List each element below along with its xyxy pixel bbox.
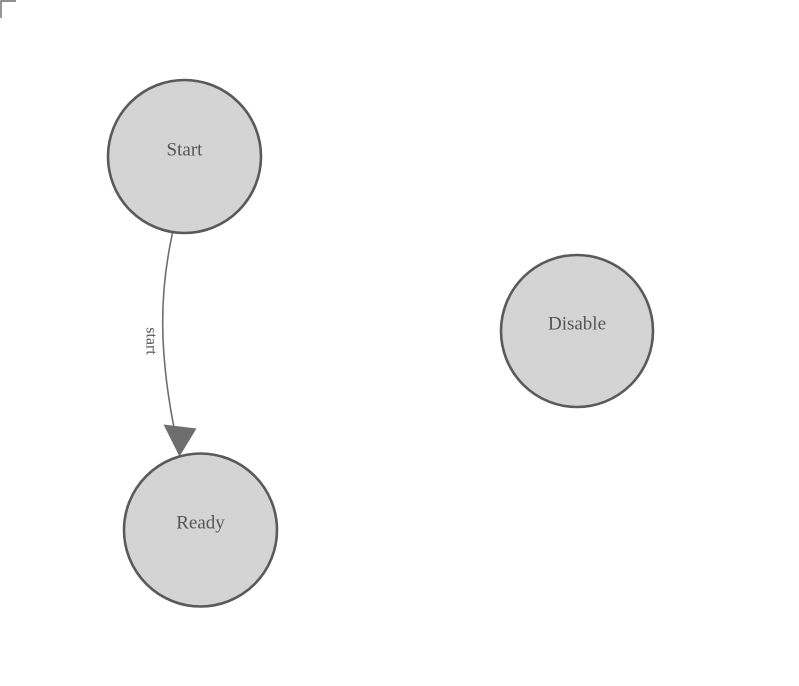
node-disable-label: Disable (548, 313, 606, 334)
node-start[interactable]: Start (106, 78, 263, 235)
node-ready-label: Ready (176, 512, 225, 533)
node-disable-circle[interactable] (499, 253, 655, 409)
edge-line (161, 232, 178, 441)
edge-start-to-ready[interactable]: start (142, 232, 197, 457)
node-ready[interactable]: Ready (122, 452, 279, 608)
edge-arrowhead-icon (163, 424, 197, 457)
node-disable[interactable]: Disable (499, 253, 655, 409)
node-ready-circle[interactable] (122, 452, 279, 608)
node-start-label: Start (167, 139, 204, 160)
edge-label-start: start (142, 327, 159, 355)
top-left-corner-bracket-icon (0, 0, 16, 18)
node-start-circle[interactable] (106, 78, 263, 235)
